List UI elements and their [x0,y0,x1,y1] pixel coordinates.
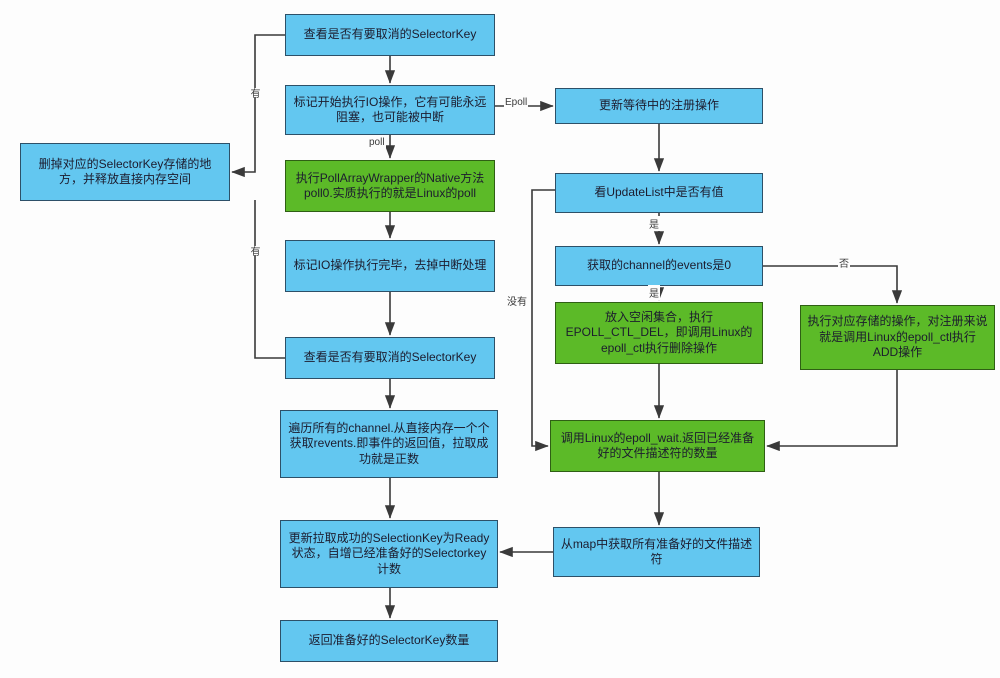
node-check-cancelled-selectorkey-top[interactable]: 查看是否有要取消的SelectorKey [285,14,495,56]
node-label: 返回准备好的SelectorKey数量 [308,633,470,648]
node-label: 执行PollArrayWrapper的Native方法poll0.实质执行的就是… [295,170,485,200]
edge-label-epoll: Epoll [504,97,529,108]
edge-label-poll: poll [368,137,386,148]
node-label: 查看是否有要取消的SelectorKey [303,350,477,365]
node-label: 执行对应存储的操作，对注册来说就是调用Linux的epoll_ctl执行ADD操… [807,314,988,360]
node-label: 标记IO操作执行完毕，去掉中断处理 [293,258,487,273]
node-label: 删掉对应的SelectorKey存储的地方，并释放直接内存空间 [38,156,212,186]
node-return-ready-count[interactable]: 返回准备好的SelectorKey数量 [280,620,498,662]
node-label: 放入空闲集合，执行EPOLL_CTL_DEL，即调用Linux的epoll_ct… [565,309,753,355]
edge-label-has-top: 有 [245,88,262,97]
edge-n12-n16 [763,265,903,304]
node-get-ready-fds-from-map[interactable]: 从map中获取所有准备好的文件描述符 [553,527,760,577]
node-channel-events-is-zero[interactable]: 获取的channel的events是0 [555,246,763,286]
node-check-updatelist[interactable]: 看UpdateList中是否有值 [555,173,763,213]
edge-n16-n14 [766,370,898,452]
node-mark-begin-io[interactable]: 标记开始执行IO操作，它有可能永远阻塞，也可能被中断 [285,85,495,135]
node-epoll-ctl-del[interactable]: 放入空闲集合，执行EPOLL_CTL_DEL，即调用Linux的epoll_ct… [555,302,763,364]
node-label: 获取的channel的events是0 [586,258,732,273]
node-update-pending-registrations[interactable]: 更新等待中的注册操作 [555,88,763,124]
edge-label-none-updatelist: 没有 [506,293,528,308]
node-label: 看UpdateList中是否有值 [594,185,724,200]
node-iterate-channels-revents[interactable]: 遍历所有的channel.从直接内存一个个获取revents.即事件的返回值，拉… [280,410,498,478]
node-label: 更新拉取成功的SelectionKey为Ready状态，自增已经准备好的Sele… [288,530,490,576]
edge-n11-n14 [531,189,555,452]
node-label: 标记开始执行IO操作，它有可能永远阻塞，也可能被中断 [293,94,487,124]
node-update-selectionkey-ready[interactable]: 更新拉取成功的SelectionKey为Ready状态，自增已经准备好的Sele… [280,520,498,588]
edge-label-no-events-zero: 否 [838,255,850,270]
edge-label-yes-updatelist: 是 [648,216,660,231]
node-label: 调用Linux的epoll_wait.返回已经准备好的文件描述符的数量 [560,430,755,460]
node-check-cancelled-selectorkey-second[interactable]: 查看是否有要取消的SelectorKey [285,337,495,379]
node-pollarraywrapper-poll0[interactable]: 执行PollArrayWrapper的Native方法poll0.实质执行的就是… [285,160,495,212]
edge-n5-trunk [254,200,285,359]
edge-label-has-bottom: 有 [245,246,262,255]
edge-n1-n9 [231,34,285,178]
node-epoll-ctl-add[interactable]: 执行对应存储的操作，对注册来说就是调用Linux的epoll_ctl执行ADD操… [800,305,995,370]
node-remove-selectorkey-free-memory[interactable]: 删掉对应的SelectorKey存储的地方，并释放直接内存空间 [20,143,230,201]
node-epoll-wait[interactable]: 调用Linux的epoll_wait.返回已经准备好的文件描述符的数量 [550,420,765,472]
edge-label-yes-events-zero: 是 [648,285,660,300]
node-label: 从map中获取所有准备好的文件描述符 [560,536,753,566]
node-label: 更新等待中的注册操作 [598,98,719,113]
node-mark-io-complete[interactable]: 标记IO操作执行完毕，去掉中断处理 [285,240,495,292]
node-label: 遍历所有的channel.从直接内存一个个获取revents.即事件的返回值，拉… [288,420,490,466]
node-label: 查看是否有要取消的SelectorKey [303,27,477,42]
